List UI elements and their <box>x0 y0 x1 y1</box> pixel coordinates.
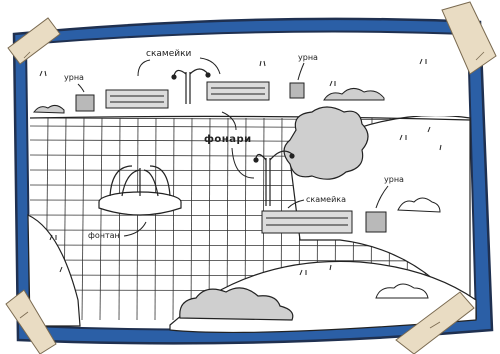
bin-top-right <box>290 83 304 98</box>
label-lamps: фонари <box>204 133 252 145</box>
bin-right <box>366 212 386 232</box>
bench-top-right <box>207 82 269 100</box>
label-bench-right: скамейка <box>306 195 346 204</box>
label-bin-right-top: урна <box>298 53 318 62</box>
bin-top-left <box>76 95 94 111</box>
label-benches-top: скамейки <box>146 49 192 59</box>
bench-right <box>262 211 352 233</box>
label-fountain: фонтан <box>88 231 120 240</box>
bench-top-left <box>106 90 168 108</box>
label-bin-right: урна <box>384 175 404 184</box>
label-bin-left: урна <box>64 73 84 82</box>
